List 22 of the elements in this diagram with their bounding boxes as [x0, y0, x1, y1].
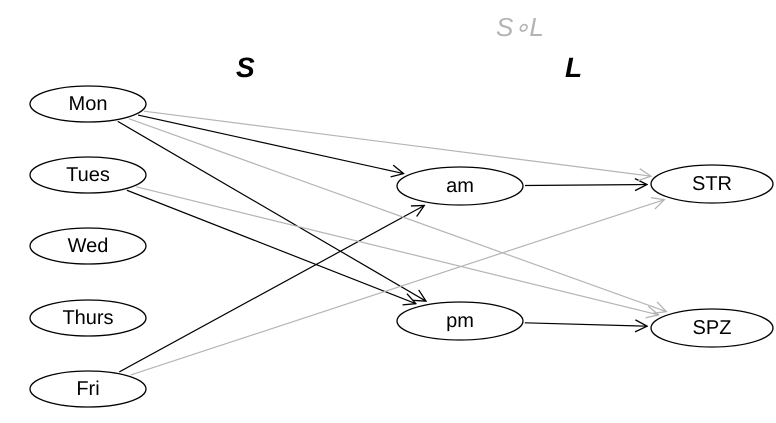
ellipse-node: STR	[650, 164, 774, 204]
ellipse-node: Wed	[29, 227, 147, 265]
arrow	[128, 118, 668, 314]
arrow	[524, 319, 648, 333]
arrow	[144, 110, 652, 182]
arrow	[136, 186, 660, 319]
ellipse-node: Thurs	[29, 299, 147, 337]
ellipse-node: am	[396, 166, 524, 206]
arrow	[126, 190, 417, 306]
ellipse-node: Mon	[29, 85, 147, 123]
set-label: S	[236, 52, 255, 84]
arrow	[138, 114, 404, 178]
title: S∘L	[496, 12, 544, 43]
arrow	[117, 120, 427, 302]
arrow	[524, 178, 648, 192]
arrow	[118, 204, 425, 372]
ellipse-node: Tues	[29, 156, 147, 194]
ellipse-node: Fri	[29, 370, 147, 408]
arrow	[130, 197, 666, 376]
set-label: L	[565, 52, 582, 84]
ellipse-node: pm	[396, 301, 524, 341]
ellipse-node: SPZ	[650, 308, 774, 348]
